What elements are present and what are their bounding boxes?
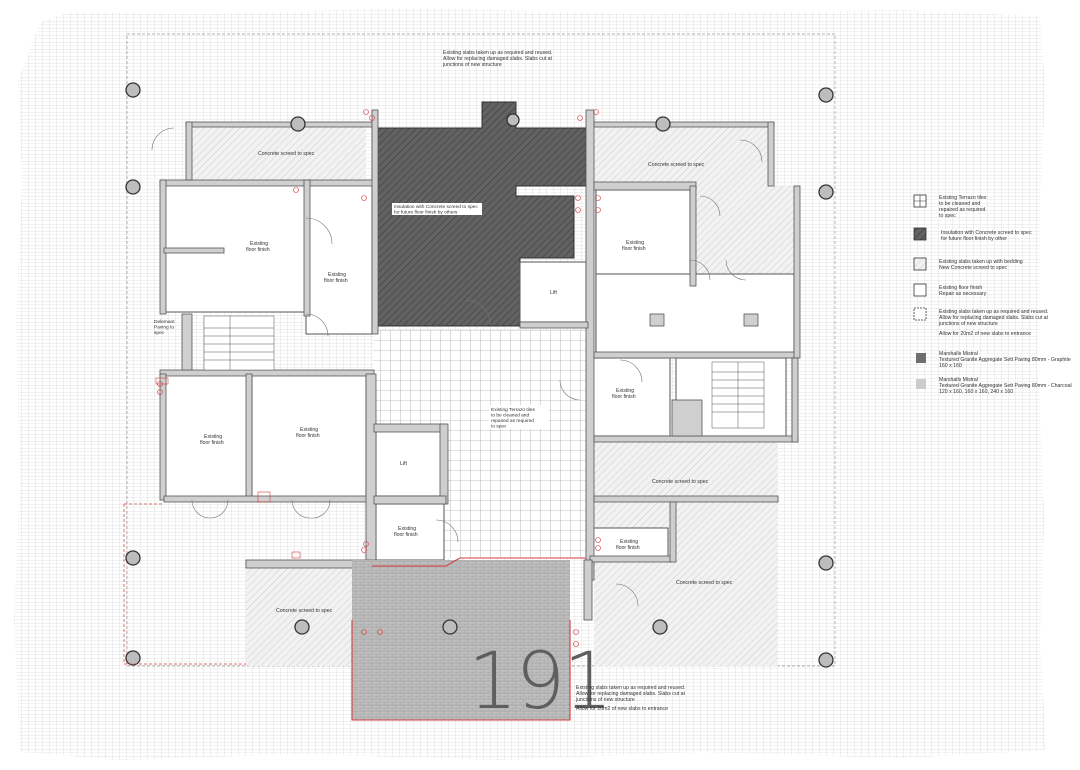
legend-swatch-dashed — [913, 307, 927, 321]
legend: Existing Terrazo tiles to be cleaned and… — [913, 194, 1073, 395]
legend-swatch-insulation — [913, 227, 927, 241]
concrete-area-top-left — [186, 126, 366, 181]
note-top-slabs: Existing slabs taken up as required and … — [442, 50, 554, 68]
label-concrete-top-right: Concrete screed to spec — [648, 162, 705, 168]
red-dashed-area — [123, 503, 246, 665]
legend-text-light-hatch: Existing slabs taken up with bedding New… — [939, 259, 1024, 271]
concrete-area-right-strip — [690, 186, 798, 276]
entrance-red-outline — [351, 557, 586, 721]
label-terrazzo: Existing Terrazo tiles to be cleaned and… — [489, 405, 549, 430]
label-delemant: Delemant Paving to spec — [154, 319, 176, 336]
label-concrete-low-right: Concrete screed to spec — [676, 580, 733, 586]
legend-text-plain: Existing floor finish Repair as necessar… — [939, 285, 987, 297]
label-concrete-bottom-left: Concrete screed to spec — [276, 608, 333, 614]
label-insulation: Insulation with Concrete screed to spec … — [392, 203, 482, 216]
concrete-area-top-right — [594, 126, 774, 186]
street-number: 191 — [468, 637, 611, 727]
legend-swatch-light-hatch — [913, 257, 927, 271]
svg-text:Existing Terrazo tiles t: Existing Terrazo tiles to be cleaned and… — [491, 407, 536, 430]
legend-text-dashed: Existing slabs taken up as required and … — [938, 309, 1050, 327]
concrete-area-bottom-left — [246, 566, 372, 666]
concrete-area-mid-right — [594, 440, 778, 500]
legend-text-allow: Allow for 20m2 of new slabs to entrance — [939, 331, 1031, 337]
legend-swatch-graphite — [916, 353, 926, 363]
columns — [125, 82, 834, 668]
note-bottom-slabs: Existing slabs taken up as required and … — [575, 685, 687, 703]
walls — [159, 109, 801, 671]
legend-text-terrazzo: Existing Terrazo tiles to be cleaned and… — [939, 195, 988, 219]
entrance-setts — [352, 560, 570, 720]
label-lift-2: Lift — [400, 461, 407, 467]
legend-swatch-plain — [913, 283, 927, 297]
note-bottom-allow: Allow for 20m2 of new slabs to entrance — [576, 706, 668, 712]
legend-text-graphite: Marshalls Mistral Textured Granite Aggre… — [939, 351, 1072, 369]
legend-swatch-terrazzo — [913, 194, 927, 208]
stairs — [203, 315, 765, 429]
legend-text-charcoal: Marshalls Mistral Textured Granite Aggre… — [939, 377, 1073, 395]
label-lift-1: Lift — [550, 290, 557, 296]
svg-text:Insulation with Concrete scree: Insulation with Concrete screed to spec … — [394, 204, 479, 216]
label-concrete-mid-right: Concrete screed to spec — [652, 479, 709, 485]
legend-text-insulation: Insulation with Concrete screed to spec … — [941, 230, 1033, 242]
label-concrete-top-left: Concrete screed to spec — [258, 151, 315, 157]
service-markers — [155, 109, 601, 647]
legend-swatch-charcoal — [916, 379, 926, 389]
